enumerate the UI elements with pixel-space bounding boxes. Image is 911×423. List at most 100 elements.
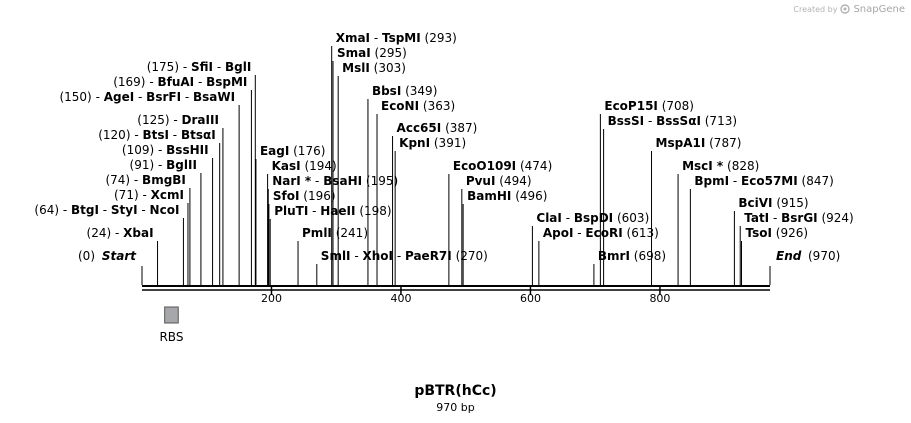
site-position: (175) xyxy=(147,60,179,74)
site-position: (195) xyxy=(366,174,398,188)
enzyme-name: TsoI xyxy=(746,226,772,240)
site-position: (915) xyxy=(776,196,808,210)
enzyme-name: Eco57MI xyxy=(741,174,798,188)
enzyme-name: TspMI xyxy=(382,31,421,45)
label-separator: - xyxy=(131,128,143,142)
enzyme-name: BtsI xyxy=(142,128,169,142)
site-position: (293) xyxy=(425,31,457,45)
site-position: (391) xyxy=(434,136,466,150)
site-label: (91) - BglII xyxy=(130,158,197,172)
site-position: (241) xyxy=(336,226,368,240)
tick-label: 200 xyxy=(261,292,282,305)
enzyme-name: EcoO109I xyxy=(453,159,516,173)
site-position: (71) xyxy=(114,188,139,202)
plasmid-length: 970 bp xyxy=(436,401,475,414)
site-position: (198) xyxy=(359,204,391,218)
label-separator: - xyxy=(154,158,166,172)
feature-label-rbs: RBS xyxy=(159,330,183,344)
enzyme-name: PvuI xyxy=(466,174,496,188)
enzyme-name: DraIII xyxy=(182,113,219,127)
enzyme-name: PluTI xyxy=(274,204,308,218)
site-label: KasI (194) xyxy=(272,159,337,173)
site-position: (387) xyxy=(445,121,477,135)
site-label: KpnI (391) xyxy=(399,136,466,150)
label-separator: - xyxy=(194,75,206,89)
label-separator: - xyxy=(311,174,323,188)
site-label: MspA1I (787) xyxy=(656,136,742,150)
site-position: (64) xyxy=(34,203,59,217)
enzyme-name: ApoI xyxy=(543,226,574,240)
site-label: PvuI (494) xyxy=(466,174,532,188)
enzyme-name: SmaI xyxy=(337,46,371,60)
end-position: (970) xyxy=(808,249,840,263)
enzyme-name: XhoI xyxy=(363,249,394,263)
site-label: Acc65I (387) xyxy=(397,121,478,135)
enzyme-name: BciVI xyxy=(738,196,772,210)
site-position: (295) xyxy=(375,46,407,60)
label-separator: - xyxy=(729,174,741,188)
enzyme-name: PaeR7I xyxy=(405,249,452,263)
enzyme-name: Acc65I xyxy=(397,121,442,135)
enzyme-name: BglII xyxy=(166,158,197,172)
enzyme-name: EcoP15I xyxy=(604,99,658,113)
end-label: End xyxy=(776,249,802,263)
site-position: (169) xyxy=(113,75,145,89)
enzyme-name: SfiI xyxy=(191,60,213,74)
site-label: XmaI - TspMI (293) xyxy=(336,31,457,45)
plasmid-name: pBTR(hCc) xyxy=(414,383,497,399)
enzyme-name: BamHI xyxy=(467,189,511,203)
tick-label: 600 xyxy=(520,292,541,305)
enzyme-name: BspDI xyxy=(574,211,613,225)
enzyme-name: XmaI xyxy=(336,31,370,45)
label-separator: - xyxy=(562,211,574,225)
credit-brand: SnapGene xyxy=(853,3,905,15)
site-position: (847) xyxy=(802,174,834,188)
site-label: BssSI - BssSαI (713) xyxy=(608,114,737,128)
label-separator: - xyxy=(308,204,320,218)
site-position: (349) xyxy=(405,84,437,98)
enzyme-name: XcmI xyxy=(151,188,184,202)
label-separator: - xyxy=(769,211,781,225)
site-label: (109) - BssHII xyxy=(122,143,209,157)
label-separator: - xyxy=(59,203,71,217)
site-position: (91) xyxy=(130,158,155,172)
site-position: (474) xyxy=(520,159,552,173)
credit-prefix: Created by xyxy=(793,4,838,14)
label-separator: - xyxy=(138,203,150,217)
enzyme-name: MslI xyxy=(342,61,370,75)
label-separator: - xyxy=(170,113,182,127)
site-label: BciVI (915) xyxy=(738,196,808,210)
site-position: (176) xyxy=(293,144,325,158)
enzyme-name: BmrI xyxy=(598,249,630,263)
label-separator: - xyxy=(134,90,146,104)
enzyme-name: BsaHI xyxy=(323,174,362,188)
enzyme-name: MscI * xyxy=(682,159,724,173)
label-separator: - xyxy=(146,75,158,89)
enzyme-name: BpmI xyxy=(694,174,729,188)
site-label: (24) - XbaI xyxy=(87,226,154,240)
enzyme-name: TatI xyxy=(744,211,769,225)
label-separator: - xyxy=(99,203,111,217)
site-position: (613) xyxy=(627,226,659,240)
site-label: (125) - DraIII xyxy=(137,113,219,127)
site-position: (270) xyxy=(456,249,488,263)
label-separator: - xyxy=(92,90,104,104)
site-position: (603) xyxy=(617,211,649,225)
enzyme-name: XbaI xyxy=(123,226,153,240)
site-position: (194) xyxy=(304,159,336,173)
label-separator: - xyxy=(351,249,363,263)
enzyme-name: NcoI xyxy=(150,203,180,217)
site-label: ApoI - EcoRI (613) xyxy=(543,226,659,240)
tick-label: 400 xyxy=(390,292,411,305)
site-label: MslI (303) xyxy=(342,61,406,75)
enzyme-name: BtsαI xyxy=(181,128,216,142)
label-separator: - xyxy=(573,226,585,240)
site-label: ClaI - BspDI (603) xyxy=(536,211,649,225)
enzyme-name: NarI * xyxy=(272,174,312,188)
site-label: (169) - BfuAI - BspMI xyxy=(113,75,247,89)
label-separator: - xyxy=(213,60,225,74)
site-label: TatI - BsrGI (924) xyxy=(744,211,854,225)
site-label: EcoNI (363) xyxy=(381,99,455,113)
label-separator: - xyxy=(370,31,382,45)
